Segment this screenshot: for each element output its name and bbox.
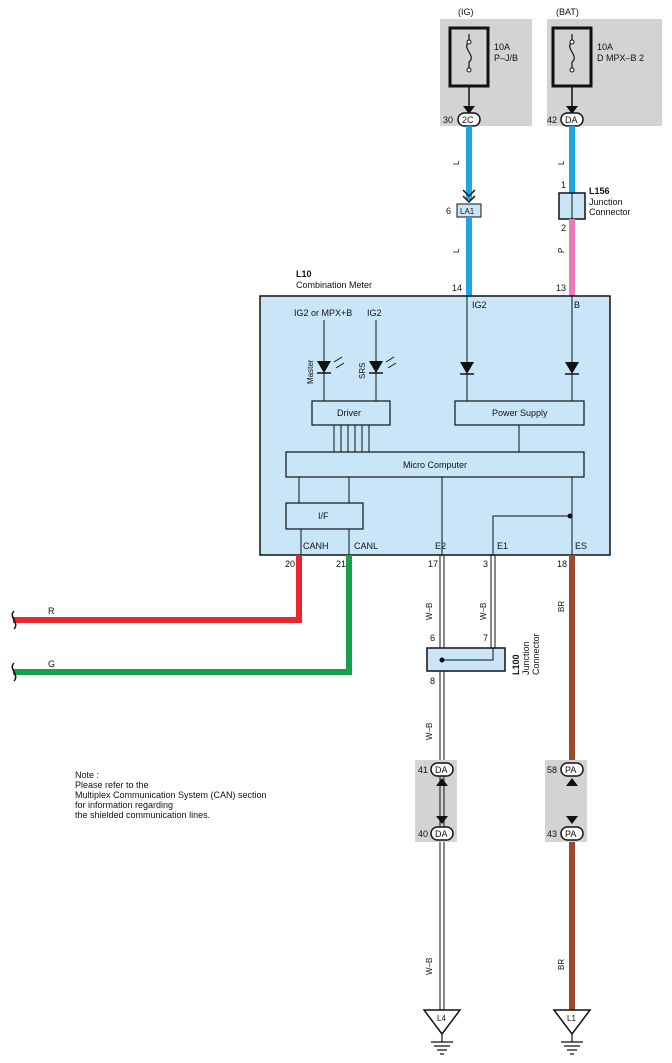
- da-label-bottom: DA: [435, 829, 448, 839]
- fuse-ig: (IG) 10A P–J/B 2C 30: [440, 7, 532, 127]
- pa-pin-top: 58: [547, 765, 557, 775]
- l156-id: L156: [589, 186, 610, 196]
- led-master: Master: [306, 359, 315, 384]
- driver-label: Driver: [337, 408, 361, 418]
- l100-name2: Connector: [531, 633, 541, 675]
- meter-pin-ig2: 14: [452, 283, 462, 293]
- meter-id: L10: [296, 269, 312, 279]
- bat-lower-color: P: [557, 248, 566, 253]
- es-color: BR: [557, 601, 566, 612]
- l156-name: Junction: [589, 197, 623, 207]
- term-ig2: IG2: [472, 300, 487, 310]
- pa-label-top: PA: [565, 765, 576, 775]
- fuse-bat-rating: 10A: [597, 42, 613, 52]
- note-line2: Please refer to the: [75, 780, 149, 790]
- meter-pin-canl: 21: [336, 559, 346, 569]
- bat-upper-color: L: [557, 160, 566, 165]
- meter-pin-b: 13: [556, 283, 566, 293]
- e1-color: W–B: [479, 603, 488, 620]
- br-bottom-color: BR: [557, 959, 566, 970]
- note-line4: for information regarding: [75, 800, 173, 810]
- connector-pa: PA PA 58 43: [545, 760, 587, 842]
- e1-wire: W–B: [479, 555, 496, 648]
- meter-pin-canh: 20: [285, 559, 295, 569]
- ig-lower-color: L: [452, 248, 461, 253]
- l156-pin-bottom: 2: [561, 223, 566, 233]
- meter-pin-e1: 3: [483, 559, 488, 569]
- l100-pin6: 6: [430, 633, 435, 643]
- connector-da: DA DA 41 40: [415, 760, 457, 842]
- meter-pin-e2: 17: [428, 559, 438, 569]
- term-e2: E2: [435, 541, 446, 551]
- la1-pin: 6: [446, 206, 451, 216]
- note-line1: Note :: [75, 770, 99, 780]
- fuse-bat-pin: 42: [547, 115, 557, 125]
- micro-label: Micro Computer: [403, 460, 467, 470]
- w100-bottom-color: W–B: [425, 958, 434, 975]
- la1-label: LA1: [460, 207, 475, 216]
- da-pin-bottom: 40: [418, 829, 428, 839]
- note: Note : Please refer to the Multiplex Com…: [75, 770, 267, 820]
- term-b: B: [574, 300, 580, 310]
- if-label: I/F: [318, 511, 329, 521]
- term-es: ES: [575, 541, 587, 551]
- meter-pin-es: 18: [557, 559, 567, 569]
- fuse-ig-pin: 30: [443, 115, 453, 125]
- pa-label-bottom: PA: [565, 829, 576, 839]
- fuse-ig-header: (IG): [458, 7, 474, 17]
- fuse-bat-conn: DA: [565, 115, 578, 125]
- combination-meter: L10 Combination Meter IG2 or MPX+B IG2 I…: [259, 269, 611, 569]
- l100-pin7: 7: [483, 633, 488, 643]
- canl-color: G: [48, 659, 55, 669]
- l156-name2: Connector: [589, 207, 631, 217]
- ig-upper-color: L: [452, 160, 461, 165]
- canl-wire: G: [11, 555, 352, 682]
- fuse-bat-name: D MPX–B 2: [597, 53, 644, 63]
- fuse-bat: (BAT) 10A D MPX–B 2 DA 42: [547, 7, 662, 127]
- meter-top-mid: IG2: [367, 308, 382, 318]
- ground-l4-label: L4: [437, 1014, 446, 1023]
- e2-color: W–B: [425, 603, 434, 620]
- fuse-ig-conn: 2C: [462, 115, 474, 125]
- da-label-top: DA: [435, 765, 448, 775]
- ground-l4: L4: [422, 1009, 462, 1055]
- ground-l1-label: L1: [567, 1014, 576, 1023]
- junction-l100: 6 7 8 L100 Junction Connector W–B: [425, 633, 541, 740]
- note-line5: the shielded communication lines.: [75, 810, 210, 820]
- l100-name: Junction: [521, 641, 531, 675]
- led-srs: SRS: [358, 363, 367, 379]
- term-canl: CANL: [354, 541, 378, 551]
- l100-pin8: 8: [430, 676, 435, 686]
- ig-wire: LA1 6 L L 14: [446, 126, 482, 296]
- ground-l1: L1: [552, 1009, 592, 1055]
- l100-id: L100: [511, 654, 521, 675]
- l156-pin-top: 1: [561, 180, 566, 190]
- term-e1: E1: [497, 541, 508, 551]
- note-line3: Multiplex Communication System (CAN) sec…: [75, 790, 267, 800]
- pa-pin-bottom: 43: [547, 829, 557, 839]
- fuse-ig-name: P–J/B: [494, 53, 518, 63]
- da-pin-top: 41: [418, 765, 428, 775]
- canh-color: R: [48, 606, 55, 616]
- canh-wire: R: [11, 555, 302, 630]
- fuse-bat-header: (BAT): [556, 7, 579, 17]
- w100-out-color: W–B: [425, 723, 434, 740]
- fuse-ig-rating: 10A: [494, 42, 510, 52]
- bat-wire: L P 1 2 L156 Junction Connector 13: [556, 126, 631, 296]
- meter-name: Combination Meter: [296, 280, 372, 290]
- power-label: Power Supply: [492, 408, 548, 418]
- term-canh: CANH: [303, 541, 329, 551]
- meter-top-left: IG2 or MPX+B: [294, 308, 352, 318]
